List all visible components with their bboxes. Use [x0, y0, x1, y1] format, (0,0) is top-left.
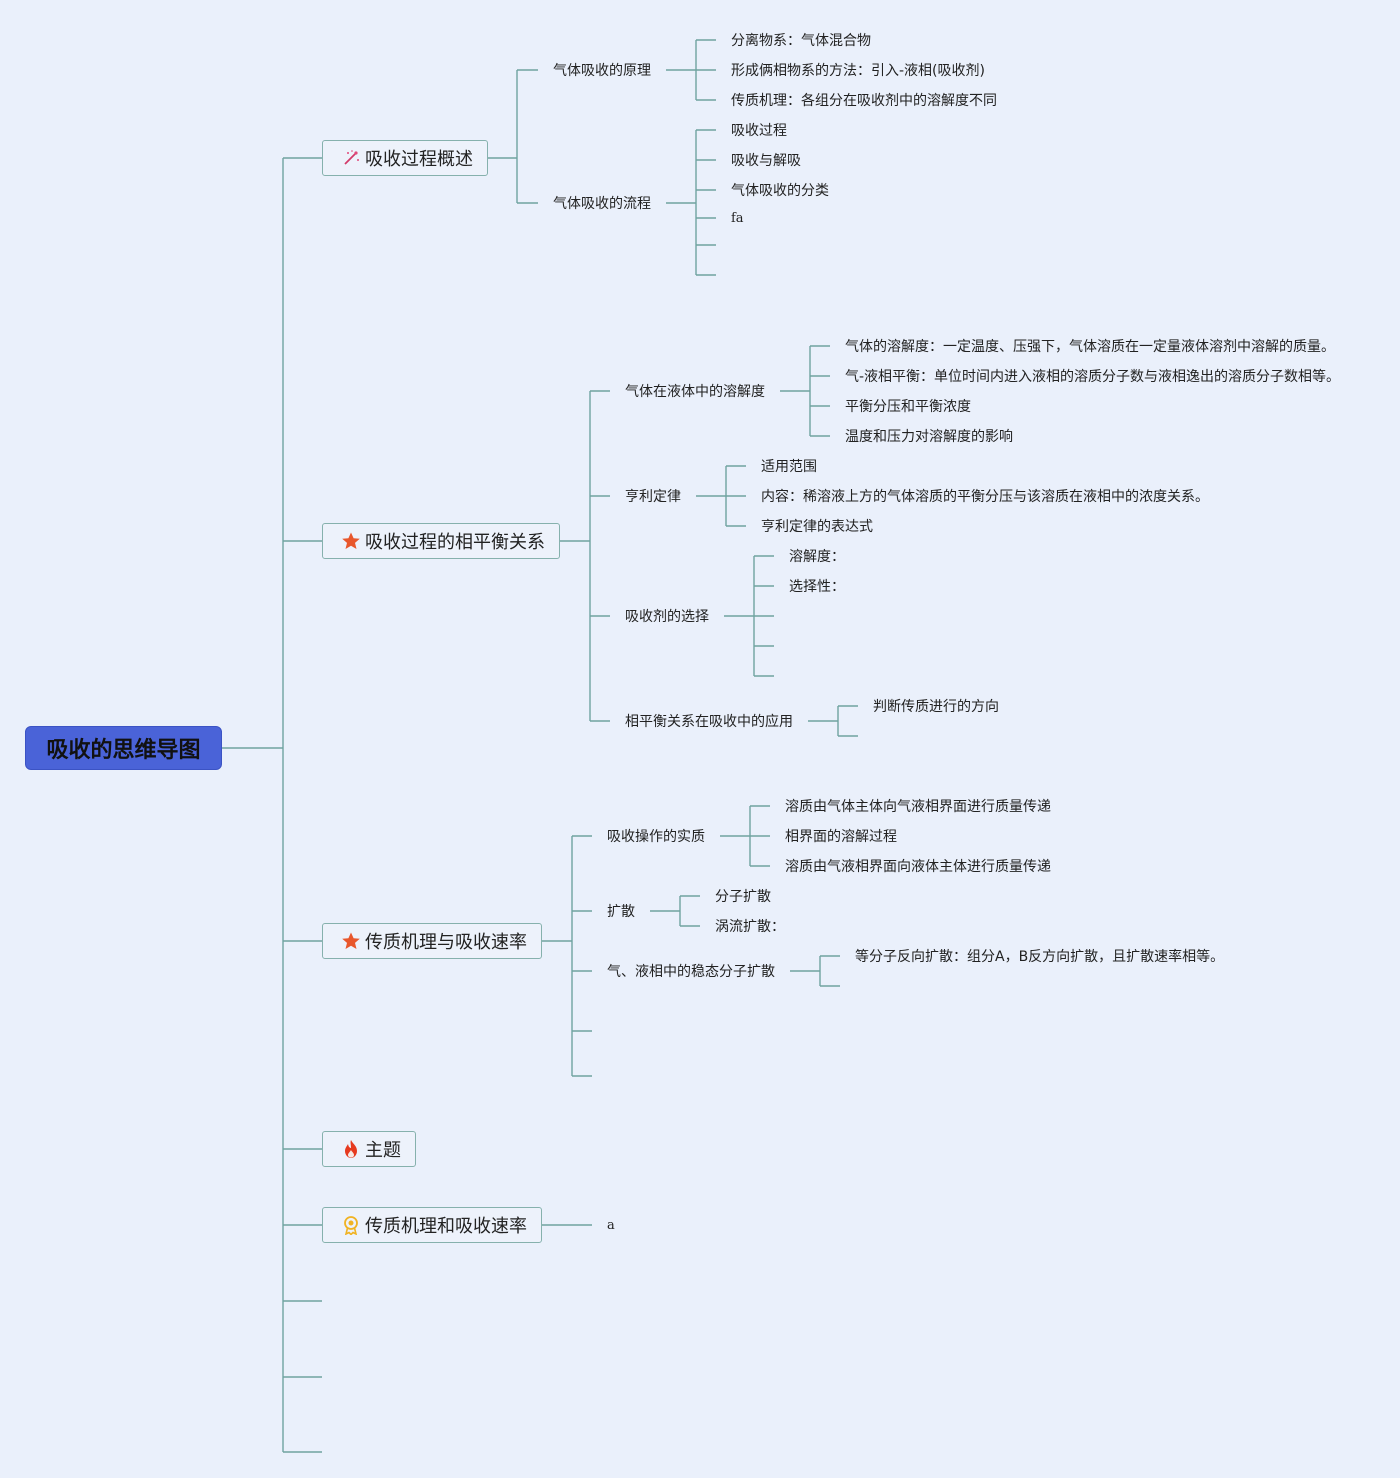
magic-wand-icon — [341, 148, 361, 168]
leaf-topic[interactable]: 分离物系：气体混合物 — [731, 33, 871, 49]
leaf-topic[interactable]: 涡流扩散： — [715, 919, 785, 935]
fire-icon — [341, 1139, 361, 1159]
branch-topic-5[interactable]: 传质机理和吸收速率 — [322, 1207, 542, 1243]
sub-topic[interactable]: 相平衡关系在吸收中的应用 — [625, 714, 793, 730]
sub-topic[interactable]: 气、液相中的稳态分子扩散 — [607, 964, 775, 980]
sub-topic[interactable]: 吸收操作的实质 — [607, 829, 705, 845]
branch-label: 传质机理与吸收速率 — [365, 932, 527, 953]
leaf-topic[interactable]: 溶质由气体主体向气液相界面进行质量传递 — [785, 799, 1051, 815]
sub-topic[interactable]: 气体吸收的流程 — [553, 196, 651, 212]
sub-topic[interactable]: 亨利定律 — [625, 489, 681, 505]
sub-topic[interactable]: a — [607, 1218, 615, 1233]
branch-topic-3[interactable]: 传质机理与吸收速率 — [322, 923, 542, 959]
branch-label: 主题 — [365, 1140, 401, 1161]
sub-topic[interactable]: 气体吸收的原理 — [553, 63, 651, 79]
sub-topic[interactable]: 吸收剂的选择 — [625, 609, 709, 625]
leaf-topic[interactable]: 气体的溶解度：一定温度、压强下，气体溶质在一定量液体溶剂中溶解的质量。 — [845, 339, 1335, 355]
leaf-topic[interactable]: 吸收与解吸 — [731, 153, 801, 169]
leaf-topic[interactable]: 溶解度： — [789, 549, 845, 565]
leaf-topic[interactable]: 温度和压力对溶解度的影响 — [845, 429, 1013, 445]
branch-label: 吸收过程的相平衡关系 — [365, 532, 545, 553]
leaf-topic[interactable]: 判断传质进行的方向 — [873, 699, 999, 715]
star-icon — [341, 931, 361, 951]
branch-topic-4[interactable]: 主题 — [322, 1131, 416, 1167]
leaf-topic[interactable]: 内容：稀溶液上方的气体溶质的平衡分压与该溶质在液相中的浓度关系。 — [761, 489, 1209, 505]
leaf-topic[interactable]: 溶质由气液相界面向液体主体进行质量传递 — [785, 859, 1051, 875]
leaf-topic[interactable]: 适用范围 — [761, 459, 817, 475]
branch-topic-1[interactable]: 吸收过程概述 — [322, 140, 488, 176]
leaf-topic[interactable]: 形成俩相物系的方法：引入-液相(吸收剂) — [731, 63, 985, 79]
leaf-topic[interactable]: 选择性： — [789, 579, 845, 595]
leaf-topic[interactable]: fa — [731, 211, 744, 226]
leaf-topic[interactable]: 分子扩散 — [715, 889, 771, 905]
sub-topic[interactable]: 扩散 — [607, 904, 635, 920]
leaf-topic[interactable]: 吸收过程 — [731, 123, 787, 139]
leaf-topic[interactable]: 气体吸收的分类 — [731, 183, 829, 199]
leaf-topic[interactable]: 等分子反向扩散：组分A，B反方向扩散，且扩散速率相等。 — [855, 949, 1225, 965]
root-topic[interactable]: 吸收的思维导图 — [25, 726, 222, 770]
award-icon — [341, 1215, 361, 1235]
leaf-topic[interactable]: 亨利定律的表达式 — [761, 519, 873, 535]
leaf-topic[interactable]: 平衡分压和平衡浓度 — [845, 399, 971, 415]
branch-label: 吸收过程概述 — [365, 149, 473, 170]
branch-label: 传质机理和吸收速率 — [365, 1216, 527, 1237]
star-icon — [341, 531, 361, 551]
leaf-topic[interactable]: 传质机理：各组分在吸收剂中的溶解度不同 — [731, 93, 997, 109]
branch-topic-2[interactable]: 吸收过程的相平衡关系 — [322, 523, 560, 559]
sub-topic[interactable]: 气体在液体中的溶解度 — [625, 384, 765, 400]
leaf-topic[interactable]: 相界面的溶解过程 — [785, 829, 897, 845]
leaf-topic[interactable]: 气-液相平衡：单位时间内进入液相的溶质分子数与液相逸出的溶质分子数相等。 — [845, 369, 1341, 385]
